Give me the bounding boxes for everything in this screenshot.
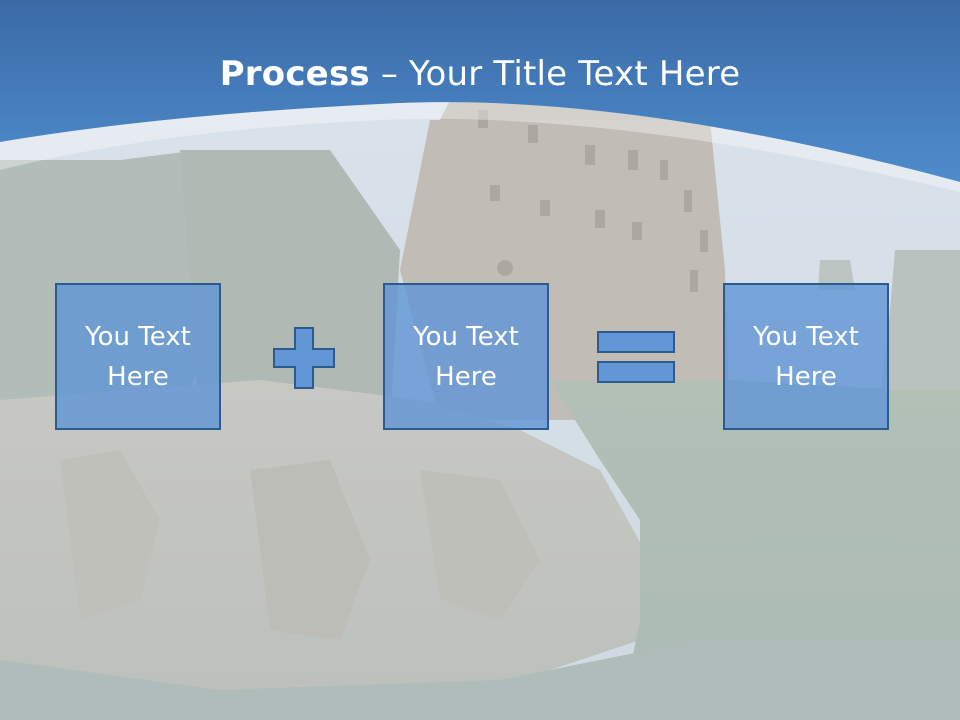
process-box-1-text: You Text Here	[63, 317, 213, 397]
process-box-1-line2: Here	[107, 361, 169, 392]
equals-icon	[597, 331, 675, 383]
process-box-1[interactable]: You Text Here	[55, 283, 221, 430]
process-box-3-text: You Text Here	[731, 317, 881, 397]
plus-icon	[273, 327, 335, 389]
process-box-1-line1: You Text	[85, 321, 191, 352]
title-rest: – Your Title Text Here	[369, 54, 741, 94]
process-box-3-line2: Here	[775, 361, 837, 392]
process-box-2-line2: Here	[435, 361, 497, 392]
process-box-2[interactable]: You Text Here	[383, 283, 549, 430]
process-box-2-text: You Text Here	[391, 317, 541, 397]
header-band	[0, 0, 960, 192]
process-box-3[interactable]: You Text Here	[723, 283, 889, 430]
process-box-3-line1: You Text	[753, 321, 859, 352]
title-bold-word: Process	[219, 54, 370, 94]
slide-title: Process – Your Title Text Here	[0, 50, 960, 98]
process-box-2-line1: You Text	[413, 321, 519, 352]
